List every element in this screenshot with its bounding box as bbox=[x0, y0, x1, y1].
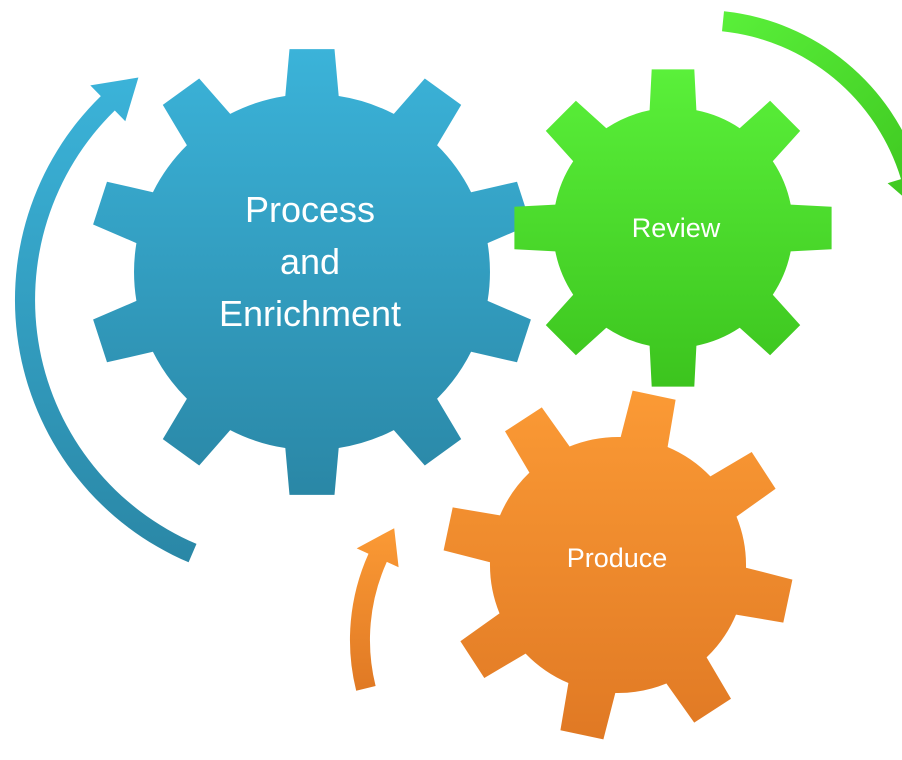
review-gear-label: Review bbox=[632, 213, 721, 243]
produce-gear-label: Produce bbox=[567, 543, 668, 573]
process-gear-label-line-3: Enrichment bbox=[219, 293, 401, 334]
blue-cycle-arrow bbox=[14, 77, 197, 563]
process-gear-label-line-1: Process bbox=[245, 189, 375, 230]
review-gear: Review bbox=[514, 69, 832, 387]
orange-cycle-arrow bbox=[349, 528, 399, 691]
green-cycle-arrow bbox=[722, 11, 902, 196]
produce-gear: Produce bbox=[443, 390, 793, 740]
process-gear: Process and Enrichment bbox=[93, 49, 531, 495]
process-gear-label-line-2: and bbox=[280, 241, 340, 282]
